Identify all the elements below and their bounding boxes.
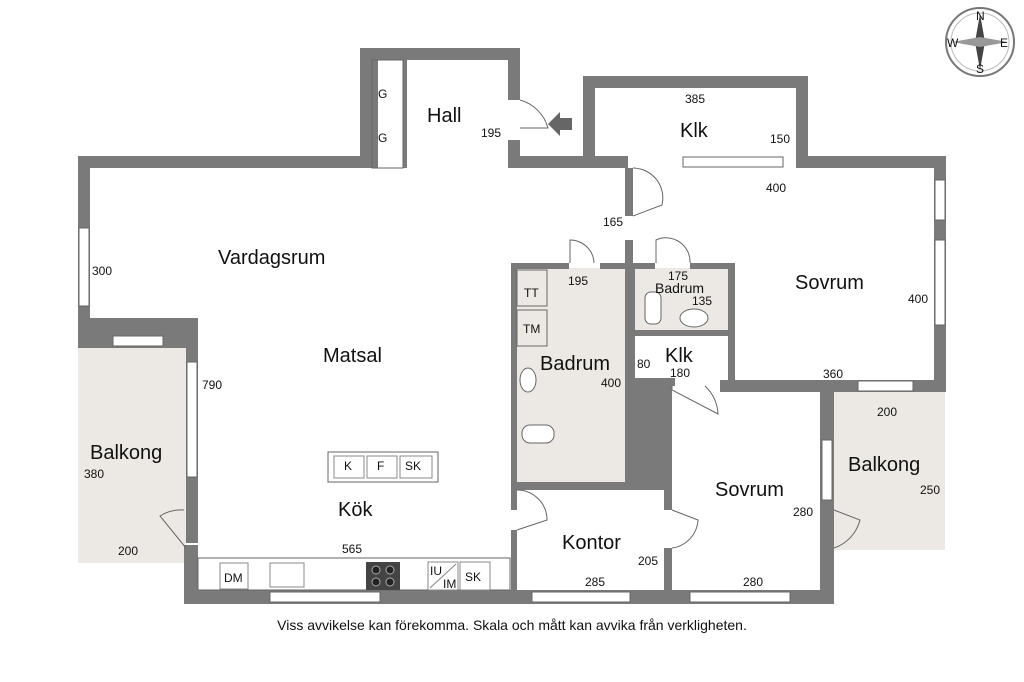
dim: 80 [637, 357, 651, 371]
fixture-g: G [378, 131, 387, 145]
balkong-left-area [78, 345, 186, 563]
room-klk-top: Klk [680, 120, 709, 142]
dim: 175 [668, 269, 688, 283]
dim: 180 [670, 366, 690, 380]
room-matsal: Matsal [323, 345, 382, 367]
fixture-im: IM [443, 577, 456, 591]
dim: 200 [118, 544, 138, 558]
fixture-dm: DM [224, 571, 243, 585]
dim: 400 [908, 292, 928, 306]
room-sovrum-bottom: Sovrum [715, 479, 784, 501]
compass-letters: N S E W [947, 9, 1008, 76]
dim: 280 [743, 575, 763, 589]
dim: 250 [920, 483, 940, 497]
room-badrum-small: Badrum [655, 280, 704, 296]
dim: 400 [601, 376, 621, 390]
compass-s: S [976, 62, 984, 76]
fixture-iu: IU [430, 564, 442, 578]
dim: 135 [692, 294, 712, 308]
toilet-icon [521, 424, 555, 444]
room-kok: Kök [338, 499, 373, 521]
dim: 200 [877, 405, 897, 419]
dim: 360 [823, 367, 843, 381]
entrance-arrow-icon [548, 112, 572, 136]
wardrobes [371, 59, 548, 347]
dim: 380 [84, 467, 104, 481]
kitchen-island [327, 451, 439, 483]
fixture-f: F [377, 459, 384, 473]
room-labels: Hall Klk Vardagsrum Sovrum Matsal Badrum… [90, 105, 920, 554]
room-balkong-left: Balkong [90, 442, 162, 464]
compass-w: W [947, 36, 959, 50]
sink-icon [679, 308, 709, 328]
compass-icon [945, 7, 1015, 77]
inner-walls [372, 60, 735, 604]
fixture-k: K [344, 459, 352, 473]
fixture-sk: SK [465, 570, 481, 584]
balkong-right-area [833, 392, 945, 550]
fixture-tm: TM [523, 322, 540, 336]
dim: 165 [603, 215, 623, 229]
windows [78, 156, 946, 603]
disclaimer-text: Viss avvikelse kan förekomma. Skala och … [277, 617, 747, 633]
fixture-sk: SK [405, 459, 421, 473]
fixture-g: G [378, 87, 387, 101]
fixture-tt: TT [524, 286, 539, 300]
dim: 280 [793, 505, 813, 519]
dim: 790 [202, 378, 222, 392]
dim: 195 [568, 274, 588, 288]
sink-icon [269, 562, 305, 588]
dim: 565 [342, 542, 362, 556]
dim: 285 [585, 575, 605, 589]
room-vardagsrum: Vardagsrum [218, 247, 325, 269]
room-badrum-main: Badrum [540, 353, 610, 375]
dim: 150 [770, 132, 790, 146]
sink-icon [519, 367, 537, 393]
compass-n: N [976, 9, 985, 23]
room-kontor: Kontor [562, 532, 621, 554]
stove-icon [366, 562, 400, 590]
dim: 385 [685, 92, 705, 106]
room-balkong-right: Balkong [848, 454, 920, 476]
door-swings [159, 99, 861, 549]
room-hall: Hall [427, 105, 461, 127]
fixture-labels: G G TT TM K F SK DM IU IM SK [224, 87, 540, 591]
dim: 400 [766, 181, 786, 195]
toilet-icon [644, 291, 662, 325]
room-klk-mid: Klk [665, 345, 694, 367]
room-sovrum-right: Sovrum [795, 272, 864, 294]
compass-e: E [1000, 36, 1008, 50]
dimension-labels: 195 385 150 400 165 300 195 175 135 400 … [84, 92, 940, 589]
dim: 300 [92, 264, 112, 278]
dim: 195 [481, 126, 501, 140]
kitchen-counter [197, 557, 511, 591]
bath-fixtures [519, 291, 709, 444]
dim: 205 [638, 554, 658, 568]
